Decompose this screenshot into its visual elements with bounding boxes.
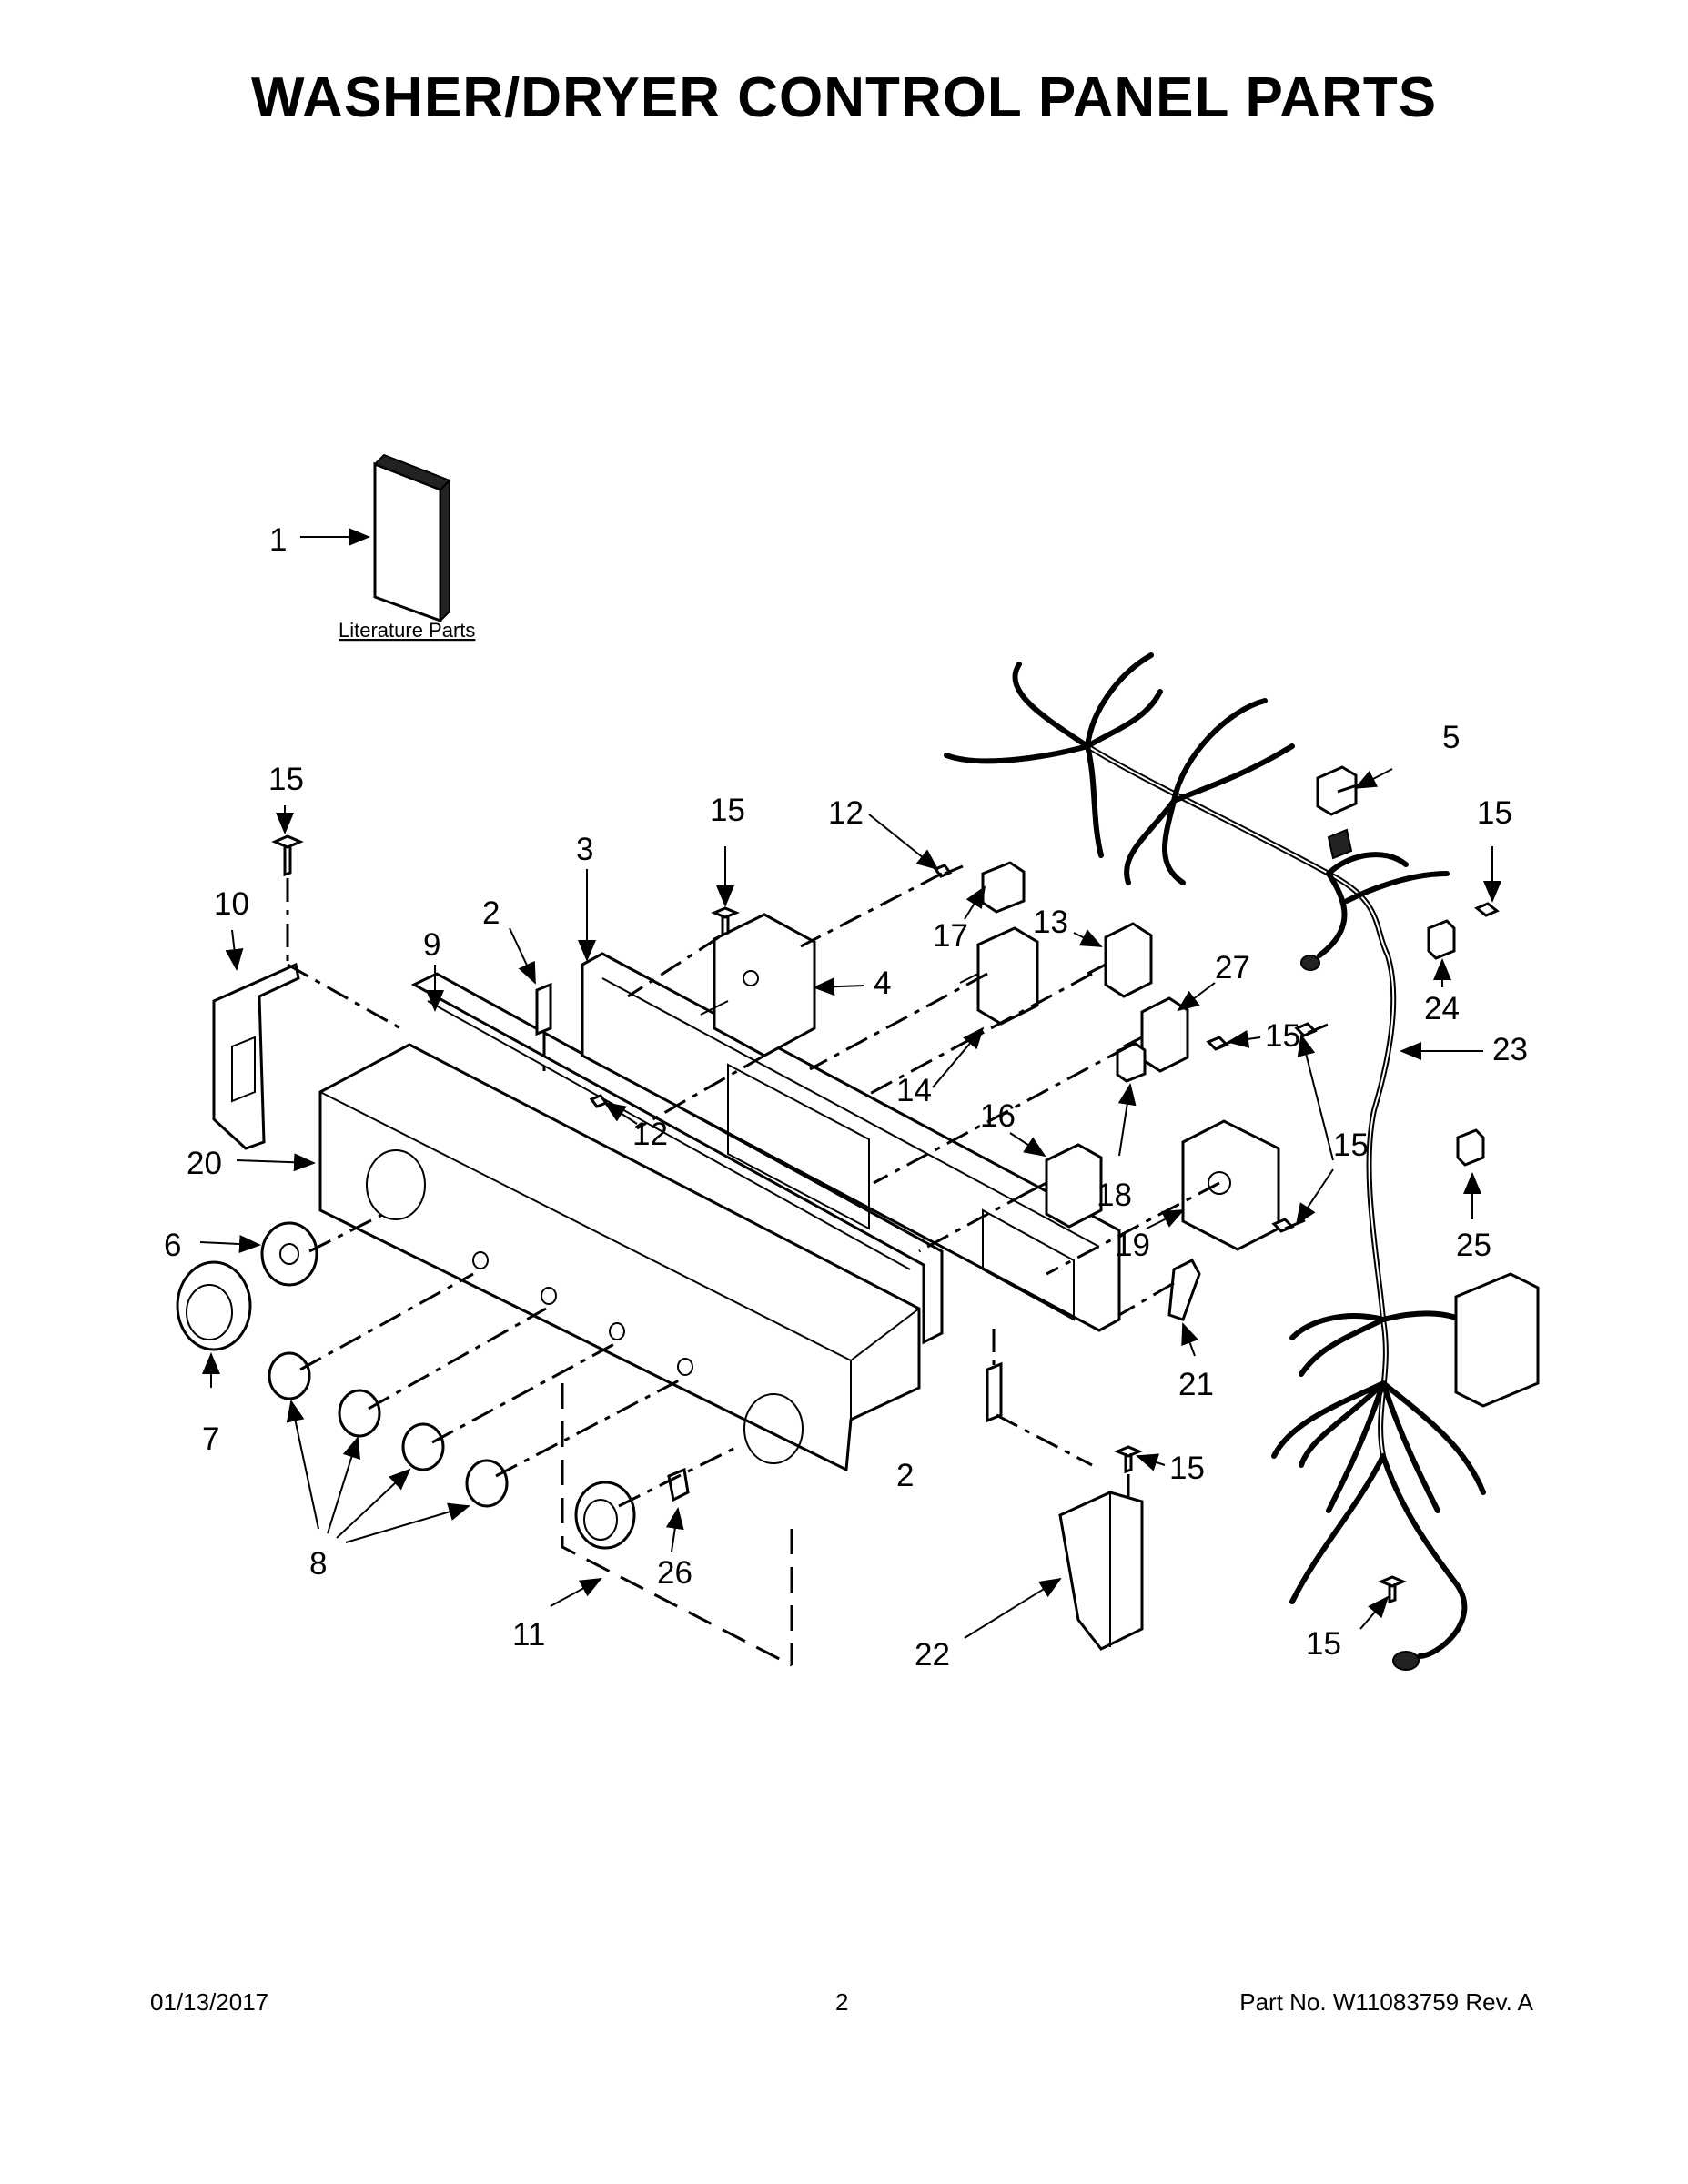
footer-date: 01/13/2017 — [150, 1988, 269, 2016]
callout-15b: 15 — [710, 793, 745, 828]
panel-rail — [410, 972, 944, 1345]
button-26 — [667, 1467, 690, 1502]
callout-12b: 12 — [632, 1117, 668, 1152]
switch-17 — [981, 861, 1026, 914]
light-pipe-2b — [986, 1361, 1003, 1423]
footer-part-number: Part No. W11083759 Rev. A — [1239, 1988, 1533, 2016]
knob-7 — [176, 1260, 252, 1351]
callout-18: 18 — [1097, 1178, 1132, 1213]
timer-19 — [1181, 1119, 1280, 1251]
callout-17: 17 — [933, 918, 968, 954]
callout-27: 27 — [1215, 950, 1250, 986]
callout-2b: 2 — [896, 1458, 914, 1493]
callout-2a: 2 — [482, 895, 500, 931]
callout-8: 8 — [309, 1546, 327, 1582]
callout-1: 1 — [269, 522, 287, 558]
selector-switch-27 — [1123, 996, 1189, 1073]
selector-switch-13 — [1087, 922, 1153, 998]
rotary-switch-16 — [1027, 1143, 1103, 1228]
left-bracket — [212, 962, 300, 1150]
callout-3: 3 — [576, 832, 593, 867]
literature-booklet — [373, 453, 451, 623]
callout-11: 11 — [512, 1617, 545, 1653]
callout-15e: 15 — [1333, 1127, 1369, 1163]
clip-18 — [1116, 1042, 1147, 1083]
callout-20: 20 — [187, 1146, 222, 1181]
callout-22: 22 — [915, 1637, 950, 1673]
page-title: WASHER/DRYER CONTROL PANEL PARTS — [250, 66, 1438, 129]
callout-10: 10 — [214, 886, 249, 922]
callout-15d: 15 — [1265, 1018, 1300, 1054]
callout-15c: 15 — [1477, 795, 1512, 831]
leader-arrows — [199, 528, 1501, 1639]
callout-23: 23 — [1492, 1032, 1528, 1067]
callout-21: 21 — [1178, 1367, 1214, 1402]
end-cap-22 — [1058, 1491, 1144, 1651]
selector-switch-14 — [959, 926, 1039, 1026]
literature-parts-label: Literature Parts — [339, 619, 475, 642]
callout-16: 16 — [980, 1098, 1016, 1134]
callout-15f: 15 — [1169, 1451, 1205, 1486]
callout-5: 5 — [1442, 720, 1460, 755]
knob-8 — [268, 1351, 509, 1508]
knob-11 — [574, 1481, 636, 1550]
callout-4: 4 — [874, 966, 891, 1001]
callout-14: 14 — [896, 1073, 932, 1108]
clip-25 — [1456, 1128, 1485, 1167]
footer-page-number: 2 — [835, 1988, 849, 2016]
control-board — [700, 913, 816, 1057]
knob-hub-6 — [260, 1221, 318, 1287]
assembly-lines — [286, 781, 1366, 1667]
callout-26: 26 — [657, 1555, 692, 1591]
callout-15g: 15 — [1306, 1626, 1341, 1662]
callout-12a: 12 — [828, 795, 864, 831]
callout-25: 25 — [1456, 1228, 1491, 1263]
callout-15a: 15 — [268, 762, 304, 797]
switch-5 — [1316, 765, 1358, 816]
wire-harness — [944, 652, 1540, 1671]
console-panel — [318, 1043, 921, 1472]
hinge-21 — [1167, 1259, 1201, 1321]
back-plate — [581, 952, 1121, 1332]
callout-7: 7 — [202, 1421, 219, 1457]
callout-9: 9 — [423, 927, 440, 963]
callout-13: 13 — [1033, 905, 1068, 940]
clip-24 — [1427, 919, 1456, 960]
callout-19: 19 — [1115, 1228, 1150, 1263]
callout-24: 24 — [1424, 991, 1460, 1026]
light-pipe-2a — [535, 982, 552, 1036]
callout-6: 6 — [164, 1228, 181, 1263]
